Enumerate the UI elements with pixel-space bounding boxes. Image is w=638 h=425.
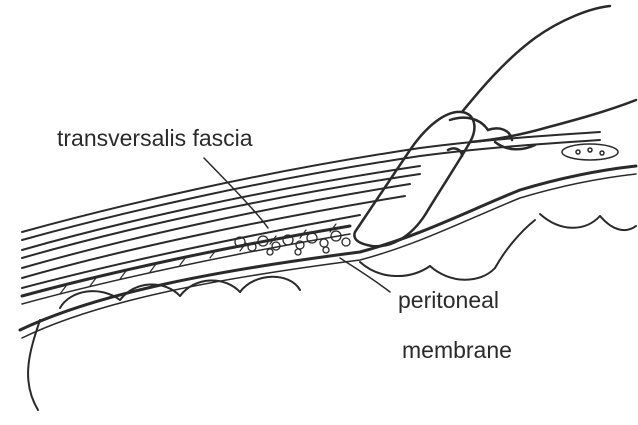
label-membrane: membrane — [402, 339, 512, 362]
label-transversalis-fascia: transversalis fascia — [57, 127, 253, 150]
abdominal-wall-layers — [22, 132, 600, 288]
right-structure — [562, 144, 618, 160]
label-peritoneal: peritoneal — [398, 289, 499, 312]
pressing-finger — [354, 6, 636, 246]
